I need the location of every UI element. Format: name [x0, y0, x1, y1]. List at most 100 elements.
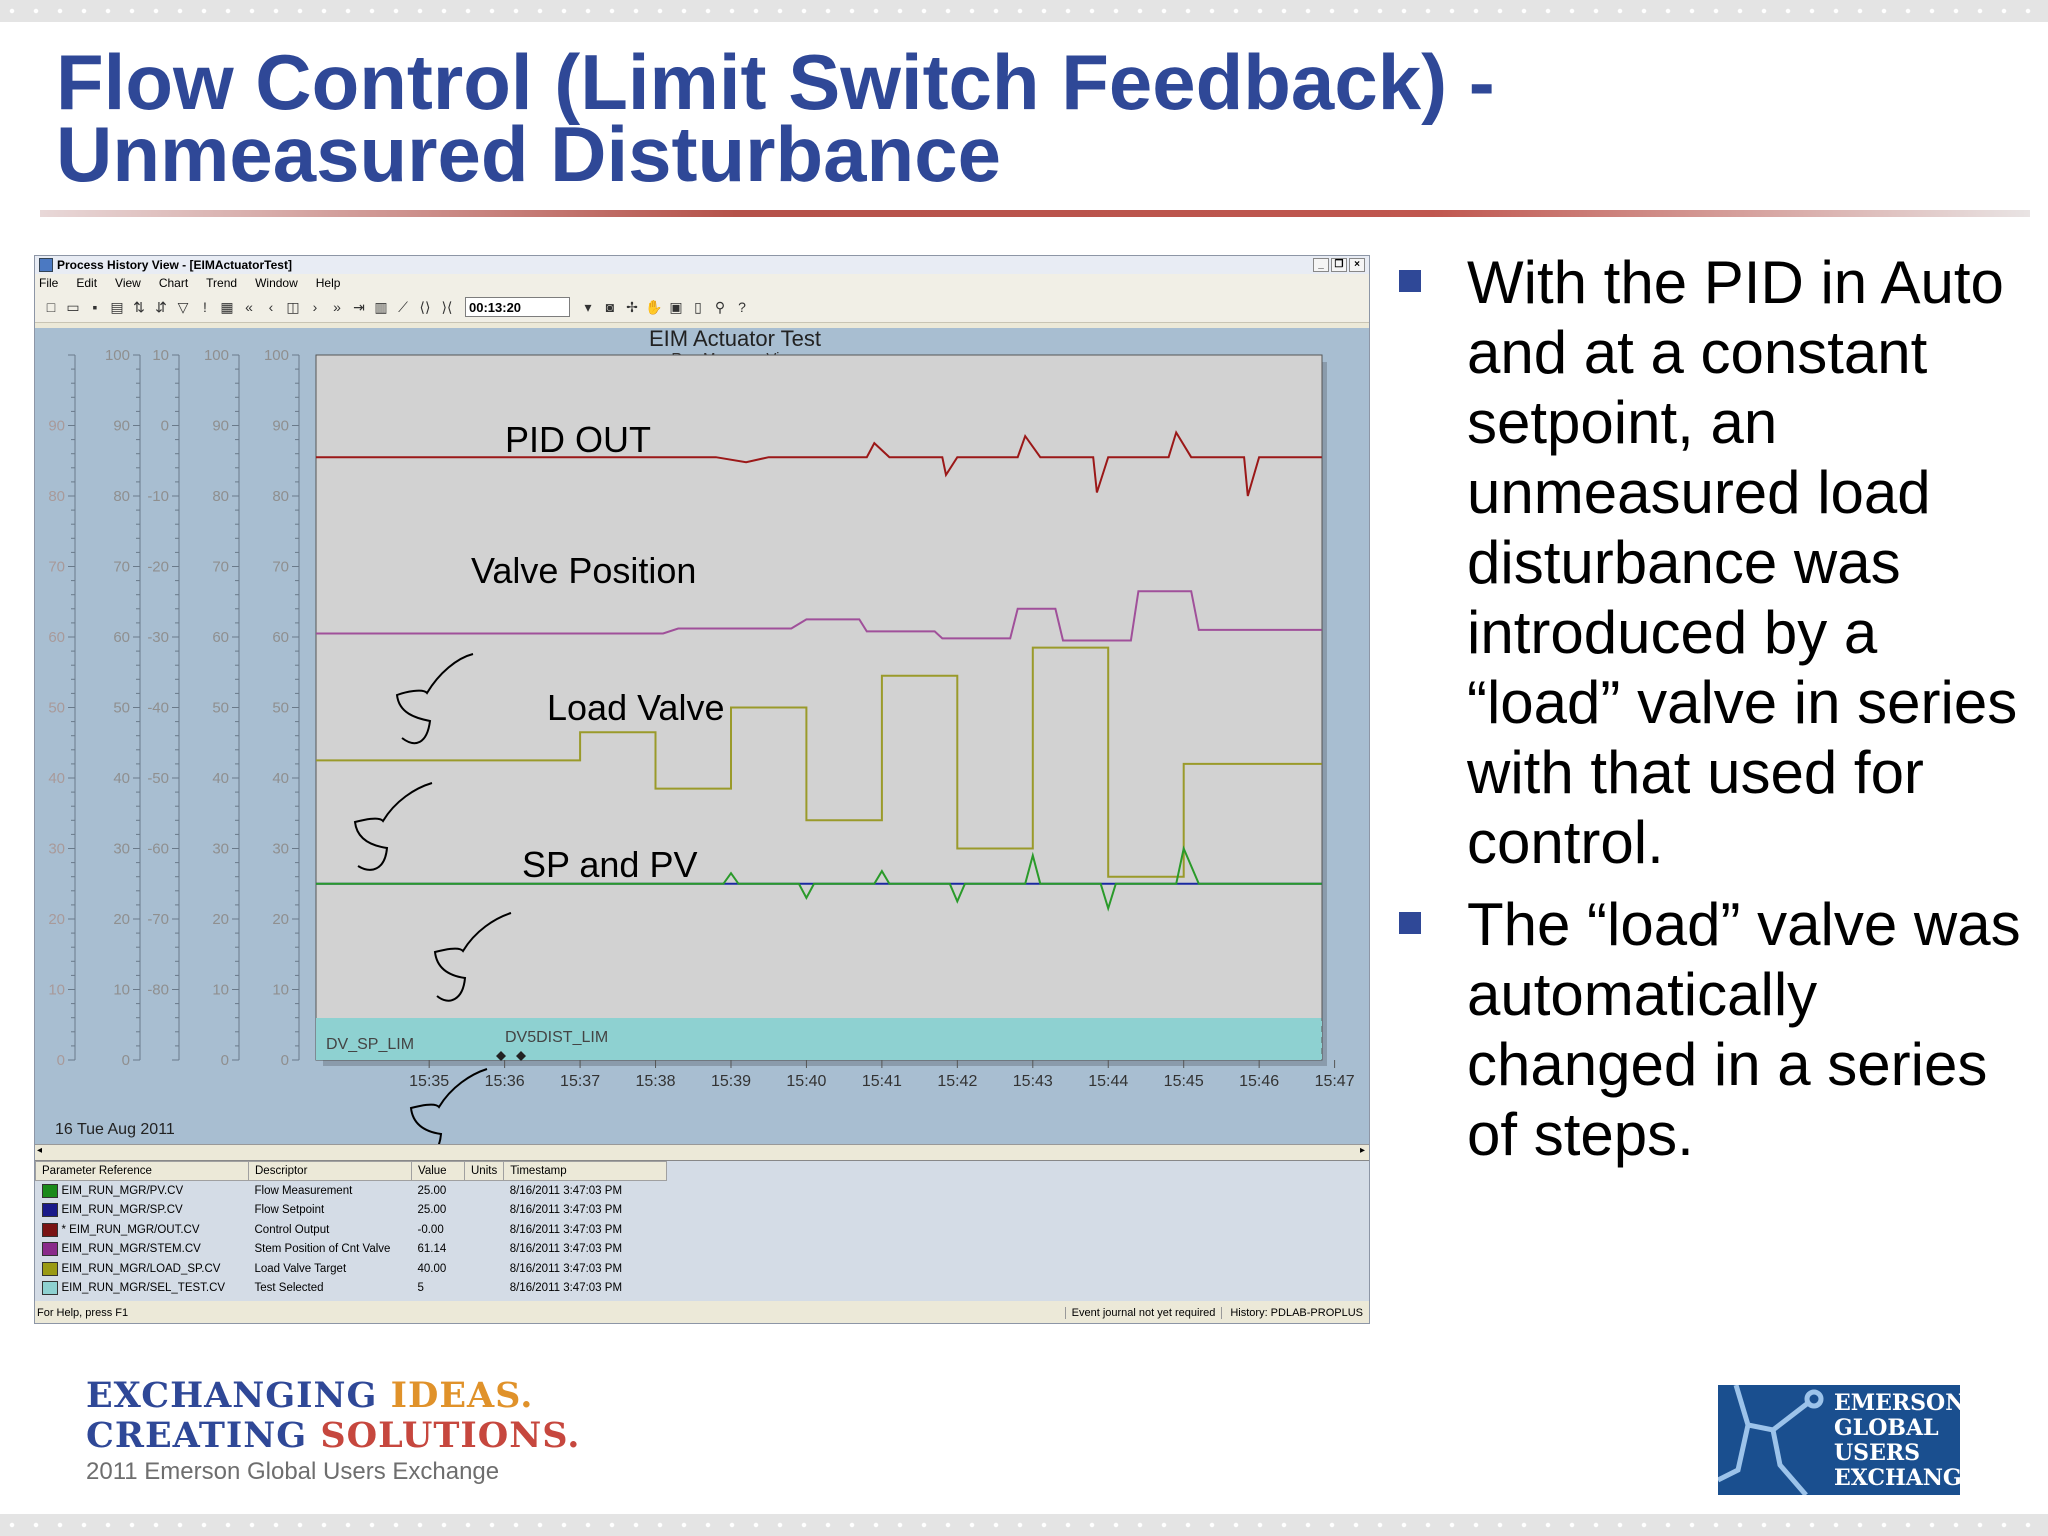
dropdown-icon[interactable]: ▾: [584, 298, 592, 315]
fast-forward-icon[interactable]: »: [333, 299, 341, 315]
x-tick-label: 15:46: [1239, 1073, 1279, 1090]
horizontal-scrollbar[interactable]: ◂ ▸: [35, 1144, 1369, 1159]
table-row[interactable]: EIM_RUN_MGR/STEM.CV Stem Position of Cnt …: [36, 1240, 667, 1260]
scroll-left-icon[interactable]: ◂: [37, 1145, 43, 1156]
y-tick-label: -10: [147, 488, 169, 505]
y-tick-label: -30: [147, 629, 169, 646]
y-tick-label: 10: [113, 982, 130, 999]
y-tick-label: 20: [48, 911, 65, 928]
chart-icon[interactable]: ▥: [374, 298, 388, 315]
footer-slogan: EXCHANGING IDEAS. CREATING SOLUTIONS. 20…: [86, 1376, 580, 1486]
cursor-icon[interactable]: ✢: [626, 298, 638, 315]
top-dot-border: [0, 0, 2048, 22]
col-parameter-reference[interactable]: Parameter Reference: [35, 1161, 249, 1181]
next-icon[interactable]: ›: [312, 299, 318, 315]
menu-item-trend[interactable]: Trend: [206, 276, 238, 290]
y-tick-label: 70: [212, 559, 229, 576]
bullet-item: The “load” valve was automatically chang…: [1395, 890, 2035, 1170]
cell-units: [465, 1279, 504, 1299]
pin-icon[interactable]: ⚲: [714, 298, 726, 315]
cell-timestamp: 8/16/2011 3:47:03 PM: [509, 1223, 623, 1236]
title-divider: [40, 210, 2030, 217]
filter-icon[interactable]: ▽: [177, 298, 189, 315]
slogan-creating: CREATING: [86, 1415, 321, 1456]
zoom-in-icon[interactable]: ⟨⟩: [419, 298, 431, 315]
parameter-grid[interactable]: Parameter Reference Descriptor Value Uni…: [35, 1160, 1369, 1301]
menu-item-file[interactable]: File: [39, 276, 59, 290]
alert-icon[interactable]: !: [203, 299, 207, 315]
x-tick-label: 15:42: [937, 1073, 977, 1090]
annotation-pid-out: PID OUT: [505, 419, 651, 460]
columns-icon[interactable]: ▯: [694, 298, 702, 315]
frame-icon[interactable]: ◫: [286, 298, 300, 315]
plot-background[interactable]: [315, 354, 1323, 1061]
menu-item-chart[interactable]: Chart: [158, 276, 189, 290]
cell-descriptor: Stem Position of Cnt Valve: [254, 1243, 391, 1256]
window-icon[interactable]: ▣: [669, 298, 683, 315]
col-value[interactable]: Value: [411, 1161, 465, 1181]
menu-item-help[interactable]: Help: [315, 276, 341, 290]
trend-chart-area[interactable]: EIM Actuator Test Run Manager View DV_SP…: [35, 328, 1369, 1144]
menu-item-edit[interactable]: Edit: [76, 276, 98, 290]
last-page-icon[interactable]: ⇥: [353, 298, 365, 315]
trend-chart[interactable]: EIM Actuator Test Run Manager View DV_SP…: [35, 328, 1369, 1144]
time-span-field[interactable]: 00:13:20: [465, 297, 570, 317]
toolbar: □ ▭ ▪ ▤ ⇅ ⇵ ▽ ! ▦ « ‹ ◫ › » ⇥ ▥ ⟋ ⟨⟩ ⟩⟨ …: [35, 292, 1369, 323]
parameter-reference: EIM_RUN_MGR/STEM.CV: [61, 1243, 201, 1256]
y-tick-label: 40: [48, 770, 65, 787]
logo-line: EMERSON: [1834, 1390, 1960, 1416]
cell-units: [465, 1259, 504, 1279]
camera-icon[interactable]: ◙: [605, 299, 615, 315]
table-icon[interactable]: ▦: [220, 298, 234, 315]
previous-icon[interactable]: ‹: [268, 299, 274, 315]
y-tick-label: 0: [221, 1052, 229, 1069]
title-line-1: Flow Control (Limit Switch Feedback) -: [56, 38, 1495, 126]
sort-asc-icon[interactable]: ⇅: [133, 298, 145, 315]
y-tick-label: 80: [48, 488, 65, 505]
scroll-right-icon[interactable]: ▸: [1359, 1145, 1365, 1156]
parameter-reference: EIM_RUN_MGR/LOAD_SP.CV: [61, 1262, 221, 1275]
zoom-out-icon[interactable]: ⟩⟨: [441, 298, 453, 315]
x-tick-label: 15:40: [786, 1073, 826, 1090]
col-timestamp[interactable]: Timestamp: [503, 1161, 668, 1181]
col-units[interactable]: Units: [463, 1161, 505, 1181]
slogan-exchanging: EXCHANGING: [86, 1375, 391, 1416]
col-descriptor[interactable]: Descriptor: [248, 1161, 412, 1181]
new-icon[interactable]: □: [46, 299, 56, 315]
process-history-window[interactable]: Process History View - [EIMActuatorTest]…: [34, 255, 1370, 1324]
cell-units: [465, 1201, 504, 1221]
slogan-subtitle: 2011 Emerson Global Users Exchange: [86, 1458, 500, 1485]
cell-value: 40.00: [417, 1262, 447, 1275]
sort-desc-icon[interactable]: ⇵: [155, 298, 167, 315]
minimize-icon[interactable]: _: [1313, 258, 1329, 272]
hand-icon[interactable]: ✋: [645, 298, 663, 315]
y-tick-label: 0: [161, 418, 169, 435]
open-icon[interactable]: ▭: [66, 298, 80, 315]
close-icon[interactable]: ×: [1349, 258, 1365, 272]
cell-timestamp: 8/16/2011 3:47:03 PM: [509, 1184, 623, 1197]
cell-timestamp: 8/16/2011 3:47:03 PM: [509, 1204, 623, 1217]
series-pid-out: [316, 430, 1322, 497]
y-tick-label: 30: [272, 841, 289, 858]
y-tick-label: 30: [48, 841, 65, 858]
menu-item-window[interactable]: Window: [255, 276, 298, 290]
restore-icon[interactable]: ❐: [1331, 258, 1347, 272]
series-color-swatch: [41, 1222, 58, 1237]
window-titlebar[interactable]: Process History View - [EIMActuatorTest]…: [35, 256, 1369, 274]
window-controls: _ ❐ ×: [1313, 258, 1365, 272]
cell-parameter-reference: * EIM_RUN_MGR/OUT.CV: [36, 1220, 249, 1240]
slogan-line-1: EXCHANGING IDEAS.: [86, 1376, 580, 1416]
x-tick-label: 15:41: [862, 1073, 902, 1090]
save-icon[interactable]: ▪: [92, 299, 98, 315]
trend-icon[interactable]: ⟋: [398, 298, 408, 315]
help-icon[interactable]: ?: [738, 299, 746, 315]
first-page-icon[interactable]: «: [245, 299, 253, 315]
print-icon[interactable]: ▤: [110, 298, 124, 315]
menu-item-view[interactable]: View: [115, 276, 141, 290]
